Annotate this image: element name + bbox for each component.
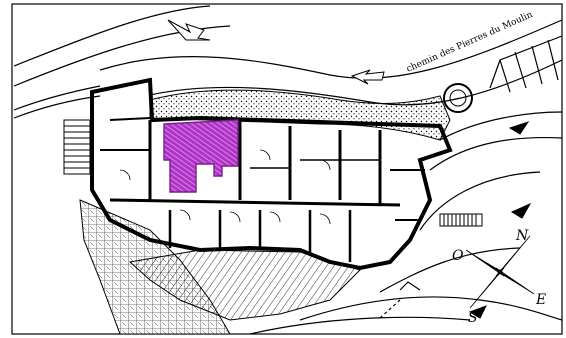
compass-west-label: O	[452, 248, 464, 264]
road-direction-arrow-icon	[167, 19, 532, 319]
landscaping-south	[128, 249, 361, 321]
compass-east-label: E	[535, 292, 546, 308]
garden-area	[149, 89, 451, 141]
stairs-west	[63, 119, 91, 175]
rotunda	[443, 83, 473, 113]
highlighted-unit	[163, 119, 239, 193]
compass-north-label: N	[515, 228, 529, 244]
building-footprint	[90, 77, 453, 271]
railing-east	[439, 213, 483, 227]
compass-south-label: S	[468, 310, 478, 326]
north-arrow-compass-icon	[465, 235, 535, 309]
